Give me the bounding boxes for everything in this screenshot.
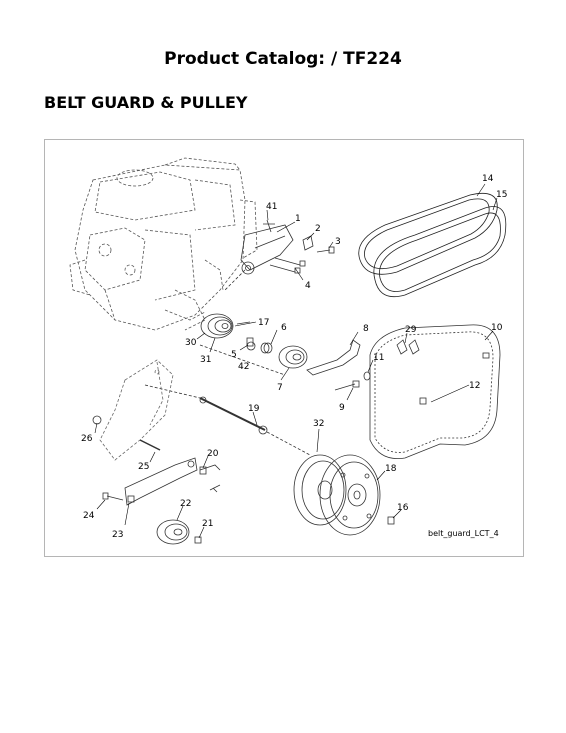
engine-pulley <box>199 313 308 376</box>
callout-8: 8 <box>363 324 369 334</box>
callout-17: 17 <box>258 318 269 328</box>
callout-42: 42 <box>238 362 249 372</box>
callout-18: 18 <box>385 464 397 474</box>
callout-22: 22 <box>180 499 191 509</box>
tine-pulley-wheel <box>293 454 395 536</box>
page-title: Product Catalog: / TF224 <box>164 49 402 69</box>
exploded-view-drawing: 14 15 1 2 3 41 4 17 30 31 5 6 42 7 8 9 1… <box>69 157 507 545</box>
callout-3: 3 <box>335 237 341 247</box>
parts-diagram: 14 15 1 2 3 41 4 17 30 31 5 6 42 7 8 9 1… <box>44 139 524 557</box>
guard-bracket <box>306 339 371 391</box>
callout-16: 16 <box>397 503 409 513</box>
callout-15: 15 <box>496 190 507 200</box>
callout-19: 19 <box>248 404 260 414</box>
callout-6: 6 <box>281 323 287 333</box>
callout-29: 29 <box>405 325 417 335</box>
callout-25: 25 <box>138 462 149 472</box>
callout-5: 5 <box>231 350 237 360</box>
callout-11: 11 <box>373 353 384 363</box>
leader-lines <box>94 183 498 539</box>
callout-2: 2 <box>315 224 321 234</box>
belts <box>358 192 507 298</box>
idler-assembly <box>92 415 221 545</box>
callout-30: 30 <box>185 338 197 348</box>
callout-9: 9 <box>339 403 345 413</box>
callout-32: 32 <box>313 419 324 429</box>
diagram-caption: belt_guard_LCT_4 <box>428 529 499 538</box>
callout-7: 7 <box>277 383 283 393</box>
pulley-bracket <box>224 219 335 291</box>
callout-26: 26 <box>81 434 93 444</box>
transmission-outline <box>99 359 174 461</box>
belt-guard <box>369 324 501 459</box>
engine-outline <box>69 157 258 331</box>
callout-23: 23 <box>112 530 123 540</box>
callout-4: 4 <box>305 281 311 291</box>
callout-12: 12 <box>469 381 480 391</box>
callout-20: 20 <box>207 449 219 459</box>
callout-1: 1 <box>295 214 301 224</box>
callout-10: 10 <box>491 323 503 333</box>
section-title: BELT GUARD & PULLEY <box>44 93 248 112</box>
callout-31: 31 <box>200 355 211 365</box>
callout-labels: 14 15 1 2 3 41 4 17 30 31 5 6 42 7 8 9 1… <box>81 174 507 540</box>
callout-21: 21 <box>202 519 213 529</box>
callout-14: 14 <box>482 174 494 184</box>
drive-shaft <box>144 384 311 456</box>
callout-24: 24 <box>83 511 95 521</box>
callout-41: 41 <box>266 202 277 212</box>
